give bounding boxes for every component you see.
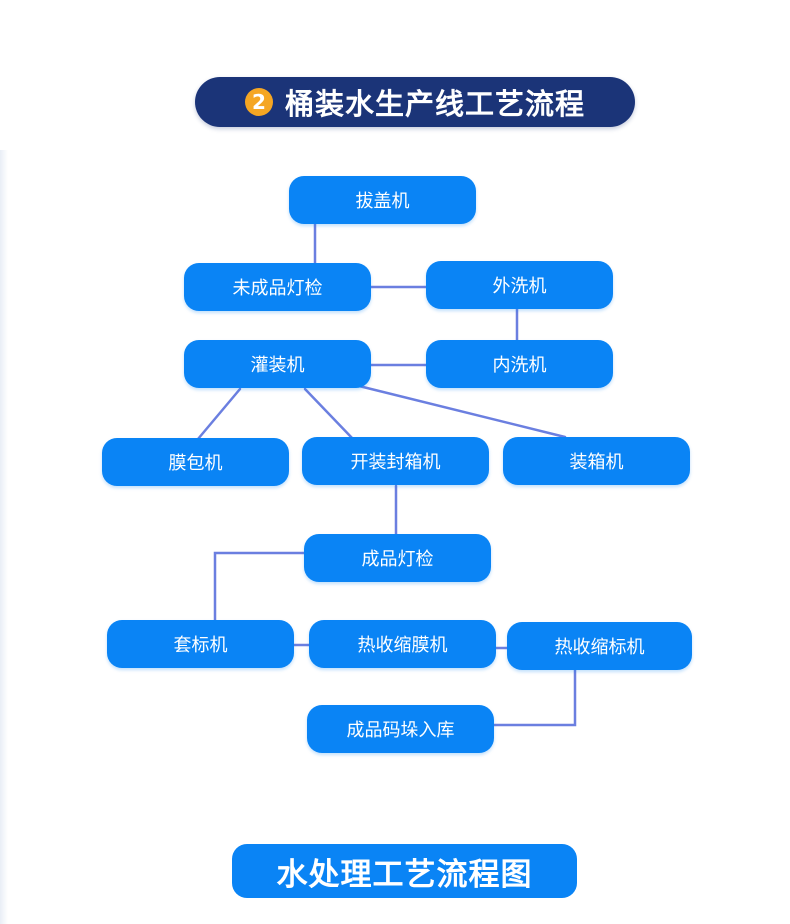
node-finished-light-check: 成品灯检 bbox=[304, 534, 491, 582]
connector-finished-check-to-labeler bbox=[213, 551, 307, 623]
section-title-text: 桶装水生产线工艺流程 bbox=[284, 87, 585, 121]
connector-filler-to-case-sealer bbox=[303, 387, 355, 441]
node-filler: 灌装机 bbox=[184, 340, 371, 388]
node-outer-washer: 外洗机 bbox=[426, 261, 613, 309]
node-inner-washer: 内洗机 bbox=[426, 340, 613, 388]
water-treatment-heading-text: 水处理工艺流程图 bbox=[276, 856, 533, 893]
node-film-wrapper: 膜包机 bbox=[102, 438, 289, 486]
node-labeler: 套标机 bbox=[107, 620, 294, 668]
connector-filler-to-film-wrapper bbox=[196, 387, 242, 441]
connector-label-machine-to-warehouse bbox=[487, 668, 577, 727]
step-number-badge: 2 bbox=[244, 88, 273, 116]
water-treatment-heading: 水处理工艺流程图 bbox=[232, 844, 577, 898]
node-case-packer: 装箱机 bbox=[503, 437, 690, 485]
section-title: 2 桶装水生产线工艺流程 bbox=[195, 77, 635, 127]
node-finished-warehouse: 成品码垛入库 bbox=[307, 705, 494, 753]
left-edge-shade bbox=[0, 150, 8, 924]
node-heat-shrink-film-machine: 热收缩膜机 bbox=[309, 620, 496, 668]
node-case-erector-sealer: 开装封箱机 bbox=[302, 437, 489, 485]
connector-filler-to-case-packer bbox=[353, 383, 567, 439]
node-cap-remover: 拔盖机 bbox=[289, 176, 476, 224]
node-heat-shrink-label-machine: 热收缩标机 bbox=[507, 622, 692, 670]
node-unfinished-light-check: 未成品灯检 bbox=[184, 263, 371, 311]
